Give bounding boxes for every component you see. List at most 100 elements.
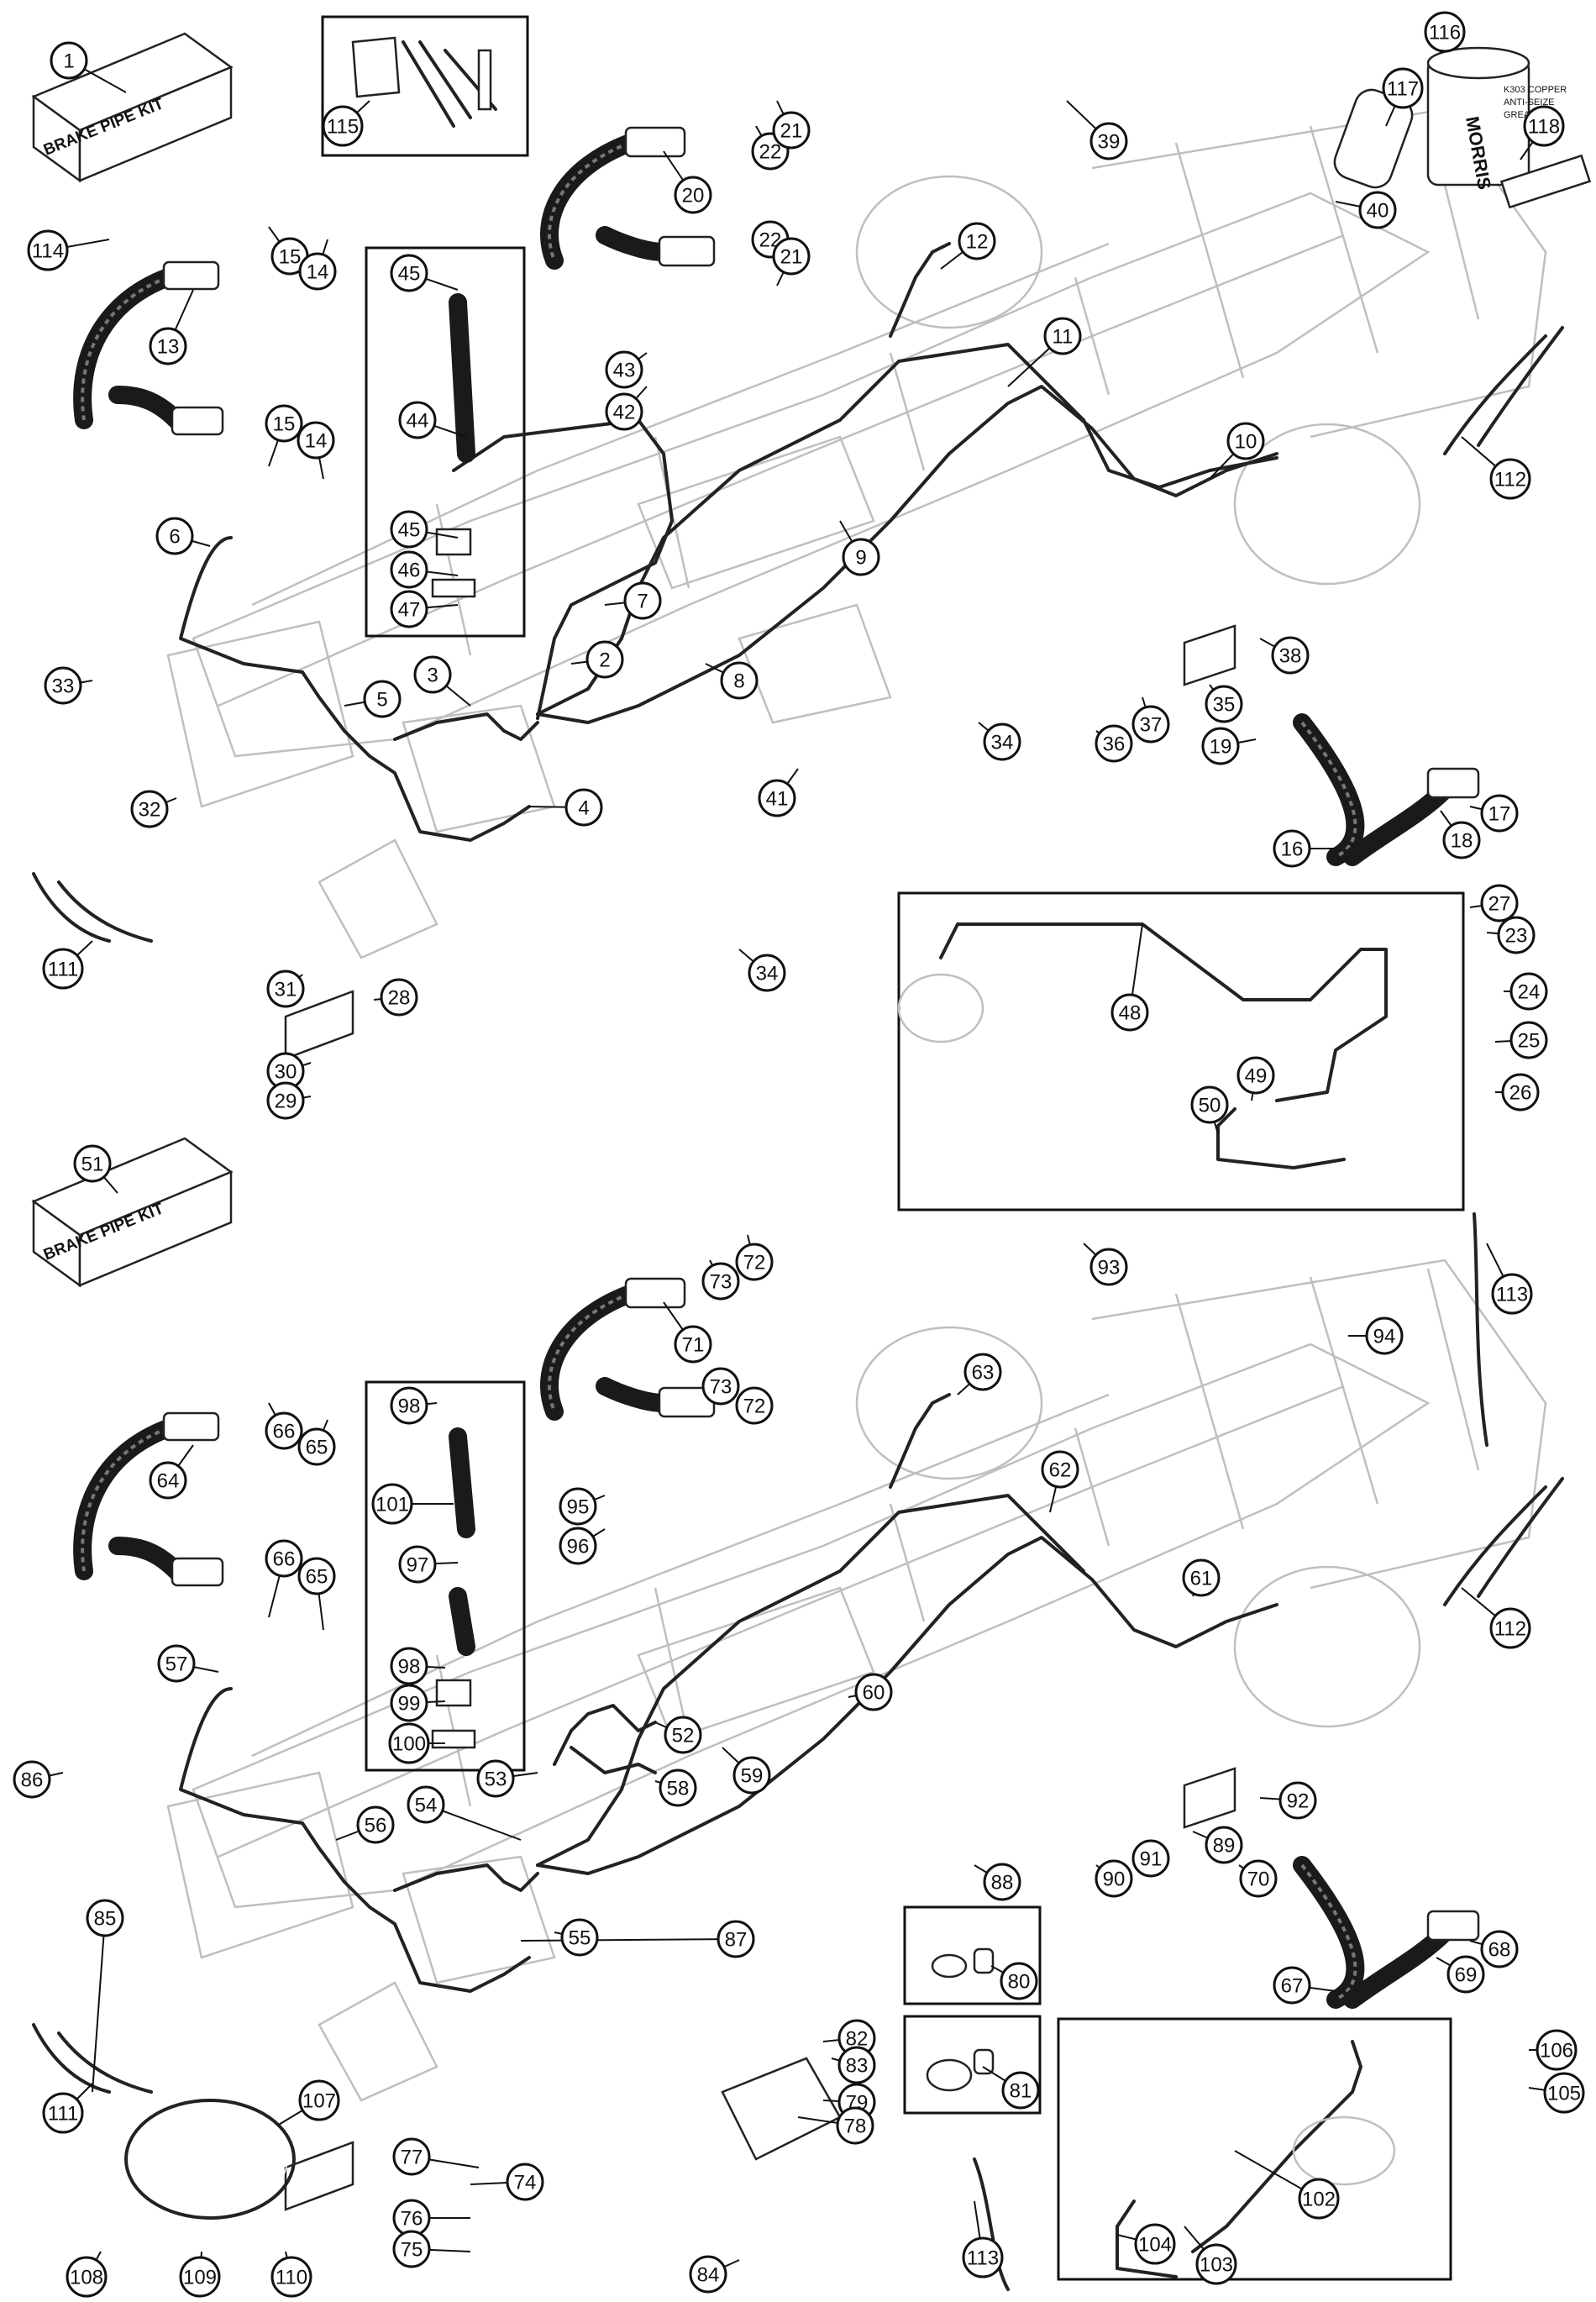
callout-circle [179,2256,221,2298]
callout-11: 11 [1043,317,1082,355]
callout-33: 33 [44,666,82,705]
callout-87: 87 [717,1920,755,1958]
callout-label: 45 [398,263,421,286]
callout-14: 14 [297,421,335,460]
callout-circle [1000,1962,1038,2000]
callout-112: 112 [1489,1607,1531,1649]
callout-circle [983,723,1021,761]
callout-label: 69 [1455,1964,1478,1987]
callout-label: 111 [48,959,78,981]
callout-label: 42 [613,402,636,424]
callout-label: 77 [401,2147,423,2169]
callout-label: 18 [1451,830,1473,853]
callout-circle [958,222,996,260]
callout-circle [1536,2029,1578,2071]
callout-label: 1 [63,50,74,73]
callout-circle [297,421,335,460]
callout-circle [836,2106,874,2145]
callout-78: 78 [836,2106,874,2145]
callout-circle [772,237,811,276]
callout-21: 21 [772,111,811,150]
callout-circle [27,229,69,271]
callout-label: 89 [1213,1835,1236,1858]
callout-label: 111 [48,2103,78,2126]
callout-label: 115 [327,116,359,139]
callout-44: 44 [398,401,437,439]
callout-label: 91 [1140,1848,1163,1871]
callout-104: 104 [1134,2223,1176,2265]
callout-label: 21 [780,120,803,143]
callout-circle [297,1557,336,1595]
callout-circle [1131,1839,1170,1878]
callout-circle [1298,2178,1340,2220]
callout-83: 83 [837,2046,876,2084]
callout-46: 46 [390,550,428,589]
callout-85: 85 [86,1899,124,1937]
callout-circle [748,954,786,992]
callout-circle [1480,1930,1519,1968]
callout-circle [371,1483,413,1525]
brake-pipe-runs-bottom [179,1393,1278,1993]
callout-label: 8 [733,670,744,693]
callout-label: 84 [697,2264,720,2287]
callout-label: 63 [972,1362,995,1385]
callout-circle [506,2163,544,2201]
callout-2: 2 [585,640,624,679]
hoses-and-fittings [32,126,1564,2291]
callout-108: 108 [66,2256,108,2298]
callout-19: 19 [1201,727,1240,765]
callout-circle [559,1487,597,1526]
callout-39: 39 [1089,122,1128,160]
callout-8: 8 [720,661,759,700]
callout-circle [842,538,880,576]
callout-28: 28 [380,978,418,1017]
callout-15: 15 [265,404,303,443]
callout-53: 53 [476,1759,515,1798]
callout-label: 5 [376,689,387,712]
can-line-1: K303 COPPER [1504,85,1567,95]
callout-label: 96 [567,1536,590,1558]
callout-label: 106 [1540,2040,1573,2063]
callout-circle [390,254,428,292]
callout-circle [297,1427,336,1466]
brake-pipe-runs-top [179,242,1278,842]
callout-88: 88 [983,1863,1021,1901]
callout-102: 102 [1298,2178,1340,2220]
callout-label: 113 [1496,1284,1528,1306]
callout-circle [42,948,84,990]
callout-label: 35 [1213,694,1236,717]
callout-label: 66 [273,1548,296,1571]
callout-circle [1424,11,1466,53]
callout-13: 13 [149,327,187,365]
callout-circle [1501,1073,1540,1112]
callout-circle [962,2236,1004,2278]
callout-circle [44,666,82,705]
callout-circle [717,1920,755,1958]
callout-circle [155,517,194,555]
callout-60: 60 [854,1673,893,1711]
brake-pipe-kit-box-bottom: BRAKE PIPE KIT [31,1137,234,1288]
callout-circle [50,41,88,80]
callout-label: 62 [1049,1459,1072,1482]
callout-label: 65 [306,1566,328,1589]
callout-circle [1489,1607,1531,1649]
callout-circle [674,1325,712,1364]
callout-circle [392,2230,431,2268]
callout-circle [1043,317,1082,355]
callout-41: 41 [758,779,796,817]
callout-circle [157,1644,196,1683]
callout-circle [149,1461,187,1500]
callout-circle [1095,724,1133,763]
callout-circle [265,404,303,443]
callout-59: 59 [732,1756,771,1795]
callout-label: 38 [1279,645,1302,668]
callout-76: 76 [392,2199,431,2237]
callout-circle [1543,2072,1585,2114]
callout-circle [735,1386,774,1425]
inset-frame-81 [903,2015,1042,2115]
callout-label: 108 [70,2267,103,2289]
callout-circle [356,1805,395,1844]
callout-label: 71 [682,1334,705,1357]
callout-67: 67 [1273,1966,1311,2005]
